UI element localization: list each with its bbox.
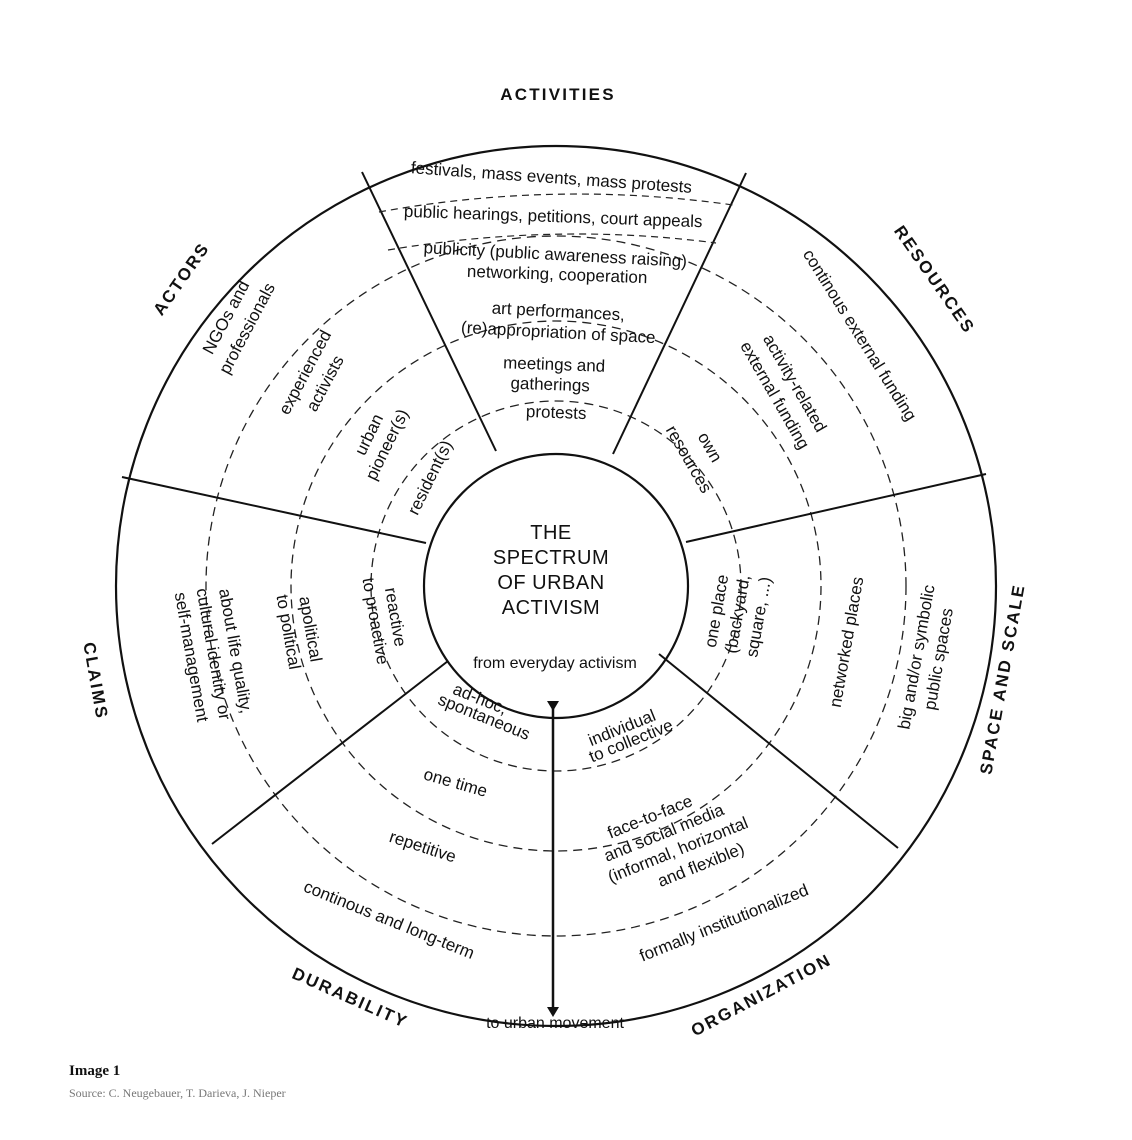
center-line-2: SPECTRUM [493,547,609,569]
activity-meetings-line-1: meetings and [503,353,606,376]
outer-circle [114,144,998,1028]
resource-continuous-funding: continous external funding [799,246,920,424]
divider-actors-activities [361,171,497,452]
claims-sector: reactive to proactive apolitical to poli… [171,576,410,724]
activities-sector: festivals, mass events, mass protests pu… [404,158,703,423]
category-actors: ACTORS [149,239,213,319]
center-line-4: ACTIVISM [502,597,600,619]
divider-space-organization [658,653,899,849]
center-line-3: OF URBAN [497,572,604,594]
figure-caption-title: Image 1 [69,1063,121,1079]
organization-sector: individual to collective face-to-face an… [586,706,812,966]
organization-formal: formally institutionalized [637,880,811,965]
category-claims: CLAIMS [79,641,111,721]
divider-activities-resources [612,172,747,455]
spectrum-start-label: from everyday activism [473,655,637,672]
durability-one-time: one time [422,765,490,801]
space-networked-places: networked places [826,575,868,709]
space-sector: one place (backyard, square, ...) networ… [701,573,957,731]
durability-repetitive: repetitive [387,827,458,866]
center-line-1: THE [530,522,572,544]
activity-art-line-2: (re)appropriation of space [461,318,656,347]
actors-residents: resident(s) [404,437,456,518]
ring-3 [205,235,907,937]
durability-sector: ad-hoc, spontaneous one time repetitive … [301,679,533,962]
activity-meetings-line-2: gatherings [510,374,590,396]
category-organization: ORGANIZATION [688,950,835,1040]
category-resources: RESOURCES [890,222,979,337]
durability-continuous: continous and long-term [301,877,477,963]
category-space-and-scale: SPACE AND SCALE [976,582,1028,776]
divider-resources-space [685,473,987,543]
center-label-background [470,648,640,674]
activity-protests: protests [526,402,587,423]
activity-festivals: festivals, mass events, mass protests [410,158,692,197]
category-activities: ACTIVITIES [500,85,616,104]
spectrum-end-label: to urban movement [486,1015,624,1032]
center-title: THE SPECTRUM OF URBAN ACTIVISM [493,522,609,619]
divider-durability-claims [211,660,449,845]
activity-hearings: public hearings, petitions, court appeal… [404,202,703,231]
figure-caption-source: Source: C. Neugebauer, T. Darieva, J. Ni… [69,1086,286,1100]
sector-dividers [121,171,987,849]
ring-2 [290,320,822,852]
divider-claims-actors [121,476,427,544]
actors-sector: NGOs and professionals experienced activ… [199,278,456,518]
resources-sector: continous external funding activity-rela… [662,246,920,496]
